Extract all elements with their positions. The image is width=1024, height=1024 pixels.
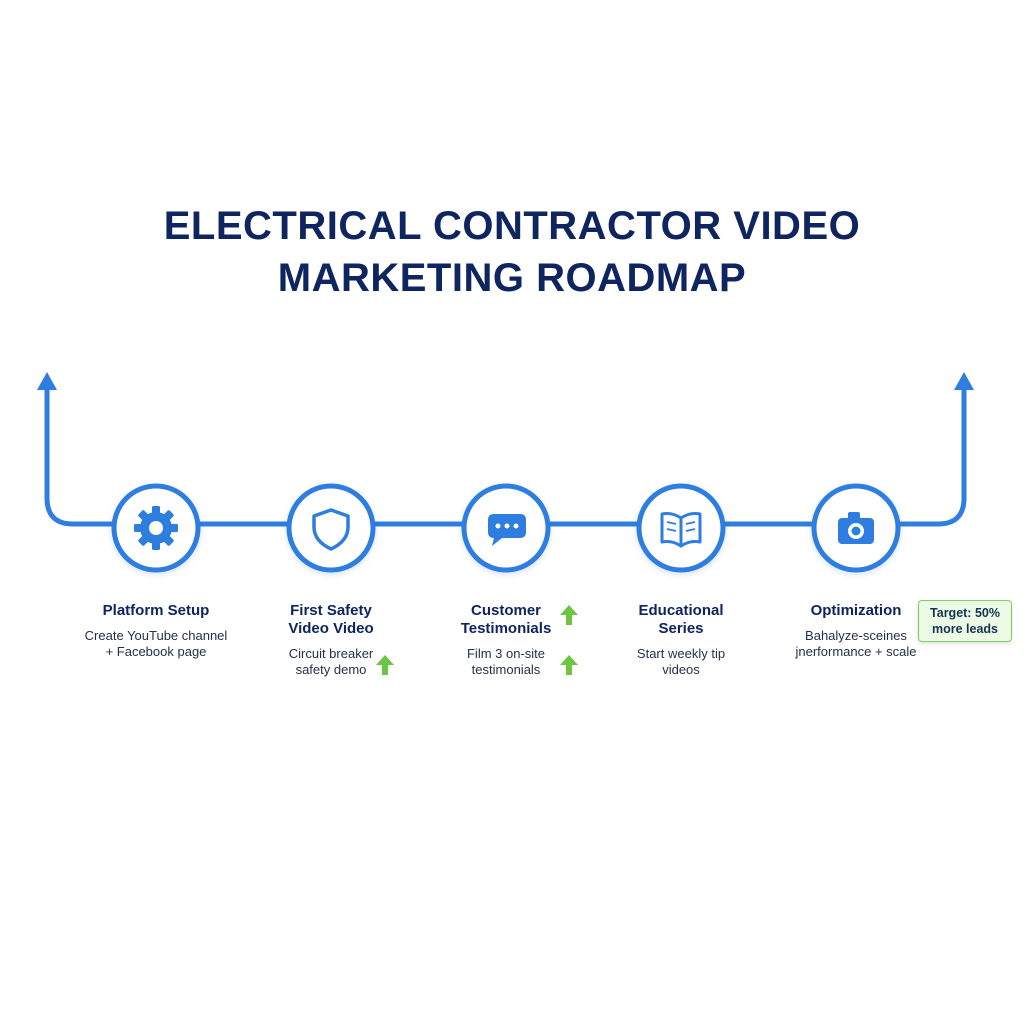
step-optimization: Optimization Bahalyze-sceines jnerforman… <box>771 602 941 660</box>
step-desc-line: jnerformance + scale <box>795 644 917 659</box>
step-title: Platform Setup <box>71 602 241 620</box>
callout-line-1: Target: 50% <box>930 606 1000 620</box>
step-description: Circuit breaker safety demo <box>246 646 416 678</box>
step-description: Bahalyze-sceines jnerformance + scale <box>771 628 941 660</box>
step-title-line: First Safety <box>290 602 372 619</box>
step-title-line: Platform Setup <box>102 602 210 619</box>
step-desc-line: videos <box>662 662 700 677</box>
shield-icon <box>312 508 350 551</box>
growth-arrow-icon <box>560 655 578 675</box>
step-desc-line: Circuit breaker <box>288 646 374 661</box>
step-title-line: Educational <box>638 602 724 619</box>
step-desc-line: Bahalyze-sceines <box>805 628 907 643</box>
step-customer-testimonials: Customer Testimonials Film 3 on-site tes… <box>421 602 591 678</box>
step-title: Educational Series <box>596 602 766 638</box>
milestone-node-customer-testimonials <box>461 483 551 573</box>
step-description: Film 3 on-site testimonials <box>421 646 591 678</box>
step-title: First Safety Video Video <box>246 602 416 638</box>
camera-icon <box>838 512 874 544</box>
milestone-node-optimization <box>811 483 901 573</box>
milestone-node-platform-setup <box>111 483 201 573</box>
callout-line-2: more leads <box>931 622 998 636</box>
step-desc-line: Create YouTube channel <box>84 628 228 643</box>
step-platform-setup: Platform Setup Create YouTube channel + … <box>71 602 241 660</box>
book-icon <box>660 512 702 548</box>
title-line-1: ELECTRICAL CONTRACTOR VIDEO <box>163 204 861 248</box>
end-arrowhead-icon <box>954 372 974 390</box>
step-desc-line: Film 3 on-site <box>466 646 546 661</box>
step-desc-line: safety demo <box>295 662 367 677</box>
step-desc-line: testimonials <box>471 662 541 677</box>
start-arrowhead-icon <box>37 372 57 390</box>
step-title-line: Customer <box>470 602 541 619</box>
chat-bubble-icon <box>488 514 526 546</box>
milestone-node-first-safety-video <box>286 483 376 573</box>
step-title-line: Series <box>658 620 704 637</box>
step-title-line: Testimonials <box>460 620 552 637</box>
growth-arrow-icon <box>560 605 578 625</box>
step-title-line: Video Video <box>288 620 374 637</box>
step-description: Create YouTube channel + Facebook page <box>71 628 241 660</box>
step-desc-line: Start weekly tip <box>636 646 726 661</box>
step-title: Optimization <box>771 602 941 620</box>
step-first-safety-video: First Safety Video Video Circuit breaker… <box>246 602 416 678</box>
title-line-2: MARKETING ROADMAP <box>277 256 747 300</box>
milestone-node-educational-series <box>636 483 726 573</box>
step-title-line: Optimization <box>810 602 902 619</box>
step-title: Customer Testimonials <box>421 602 591 638</box>
target-callout: Target: 50% more leads <box>918 600 1012 642</box>
roadmap-title: ELECTRICAL CONTRACTOR VIDEO MARKETING RO… <box>0 200 1024 304</box>
step-description: Start weekly tip videos <box>596 646 766 678</box>
growth-arrow-icon <box>376 655 394 675</box>
step-educational-series: Educational Series Start weekly tip vide… <box>596 602 766 678</box>
step-desc-line: + Facebook page <box>105 644 207 659</box>
gear-icon <box>134 506 178 550</box>
